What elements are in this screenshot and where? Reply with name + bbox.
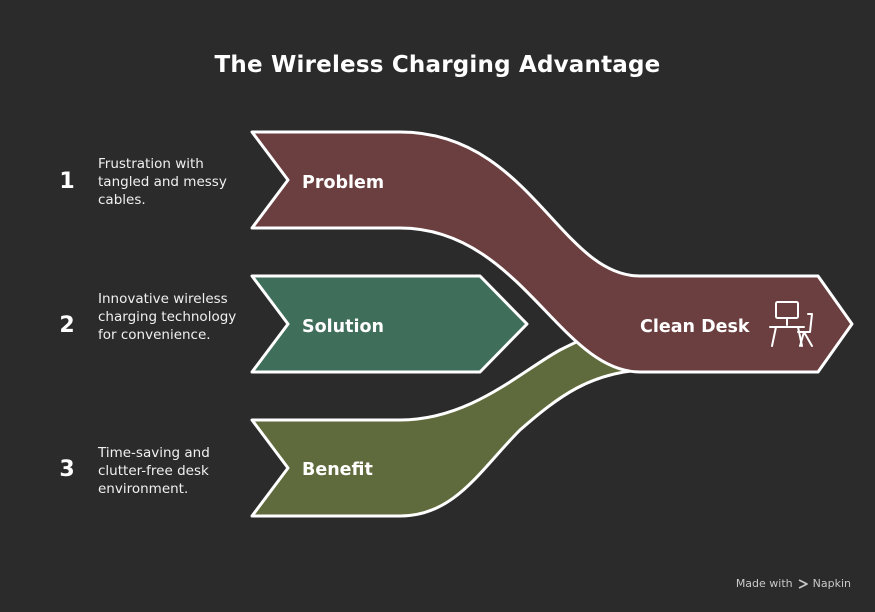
made-with-text: Made with: [735, 577, 793, 590]
solution-band: [250, 274, 529, 374]
benefit-label: Benefit: [302, 460, 373, 480]
step-3-number: 3: [59, 457, 75, 482]
problem-band: [250, 130, 854, 374]
step-1-description: Frustration with tangled and messy cable…: [98, 156, 227, 208]
diagram-title: The Wireless Charging Advantage: [214, 52, 661, 78]
step-2-number: 2: [59, 313, 75, 338]
desk-computer-icon: [769, 301, 813, 347]
solution-label: Solution: [302, 317, 384, 337]
footer-branding: Made with Napkin: [736, 577, 851, 590]
step-3-description: Time-saving and clutter-free desk enviro…: [98, 445, 210, 497]
step-2-description: Innovative wireless charging technology …: [98, 291, 237, 343]
step-1-number: 1: [59, 169, 75, 194]
brand-name: Napkin: [812, 577, 851, 590]
napkin-logo-icon: [798, 578, 808, 589]
problem-label: Problem: [302, 173, 384, 193]
clean-desk-label: Clean Desk: [640, 317, 750, 337]
